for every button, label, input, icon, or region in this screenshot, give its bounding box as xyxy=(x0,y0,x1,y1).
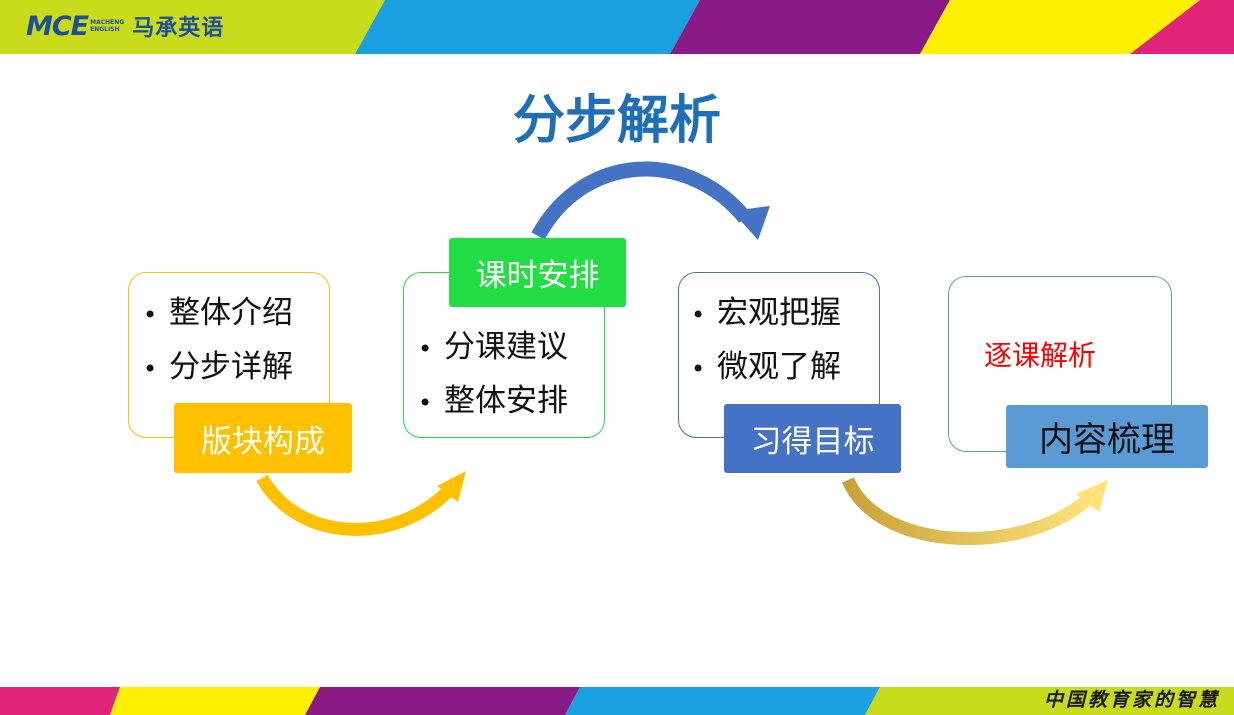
brand-logo: MCE MACHENG ENGLISH 马承英语 xyxy=(26,6,224,46)
page-title: 分步解析 xyxy=(512,91,721,151)
logo-mark: MCE xyxy=(26,10,89,42)
list-item: 整体安排 xyxy=(418,375,604,429)
step-2-list: 分课建议 整体安排 xyxy=(418,321,604,429)
list-item: 宏观把握 xyxy=(691,287,879,341)
arrow-blue-top xyxy=(531,161,770,240)
step-2-label: 课时安排 xyxy=(449,238,626,307)
arrow-gold-left xyxy=(256,471,466,536)
step-1-list: 整体介绍 分步详解 xyxy=(143,287,329,395)
list-item: 微观了解 xyxy=(691,341,879,395)
step-4-label: 内容梳理 xyxy=(1006,405,1208,468)
step-4-text: 逐课解析 xyxy=(984,339,1097,372)
list-item: 分课建议 xyxy=(418,321,604,375)
list-item: 分步详解 xyxy=(143,341,329,395)
step-1-label: 版块构成 xyxy=(174,403,352,473)
bottom-color-band xyxy=(0,687,1234,715)
logo-small-top: MACHENG xyxy=(90,19,125,26)
top-color-band xyxy=(0,0,1234,54)
step-3-list: 宏观把握 微观了解 xyxy=(691,287,879,395)
logo-small-text: MACHENG ENGLISH xyxy=(90,19,124,33)
arrow-gold-right xyxy=(842,477,1108,545)
logo-small-bottom: ENGLISH xyxy=(90,26,120,33)
footer-slogan: 中国教育家的智慧 xyxy=(1043,689,1220,711)
step-3-label: 习得目标 xyxy=(724,404,901,473)
logo-chinese-name: 马承英语 xyxy=(132,16,225,41)
list-item: 整体介绍 xyxy=(143,287,329,341)
